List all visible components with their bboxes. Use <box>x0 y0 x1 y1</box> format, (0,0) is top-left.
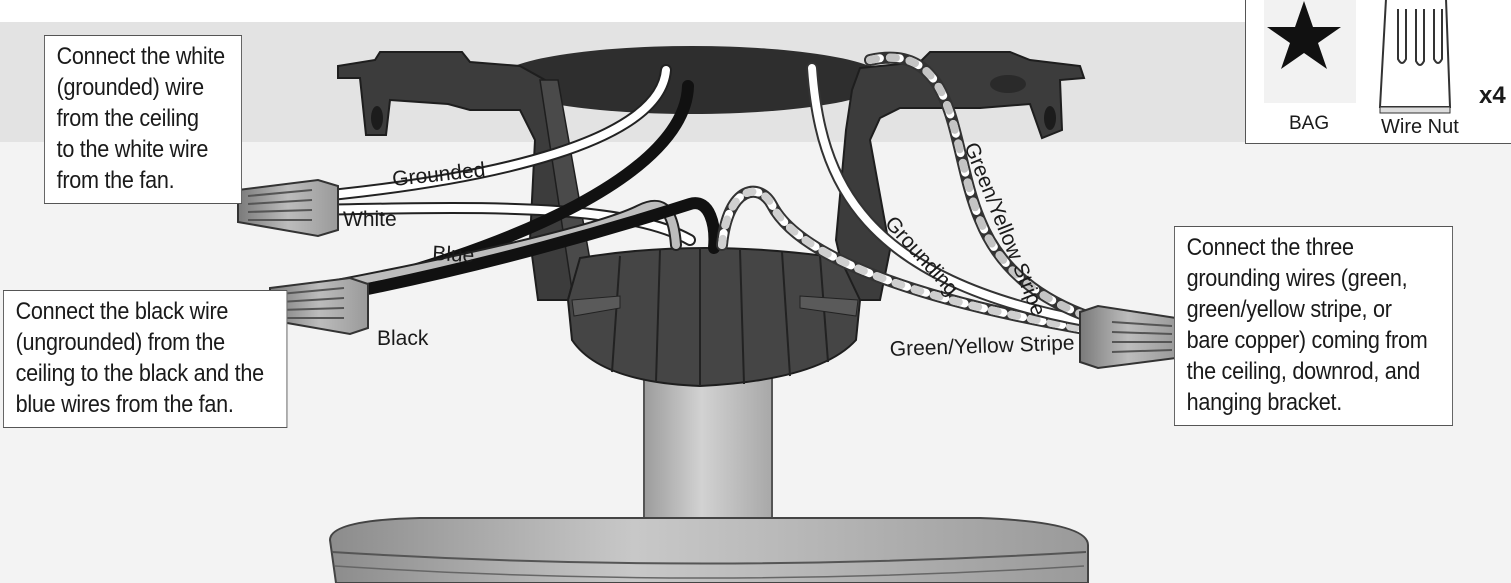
callout-black-line-3: ceiling to the black and the <box>15 360 264 387</box>
bag-label: BAG <box>1289 113 1330 134</box>
callout-grounding-wires: Connect the three grounding wires (green… <box>1174 226 1453 426</box>
quantity-label: x4 <box>1479 82 1506 109</box>
motor-housing <box>566 247 862 388</box>
parts-box: BAG Wire Nut x4 <box>1245 0 1511 144</box>
wire-nut-label: Wire Nut <box>1381 116 1459 138</box>
callout-white-line-2: (grounded) wire <box>56 74 205 101</box>
callout-black-line-1: Connect the black wire <box>15 298 229 325</box>
wire-nut-ground <box>1079 304 1177 370</box>
wires <box>294 51 1098 336</box>
callout-ground-line-5: the ceiling, downrod, and <box>1186 358 1421 385</box>
wire-nut-black <box>269 276 369 336</box>
label-white: White <box>343 208 397 231</box>
fan-canopy <box>328 517 1089 583</box>
star-icon <box>1267 1 1341 69</box>
downrod <box>643 369 773 531</box>
bag-panel <box>1264 0 1452 114</box>
callout-black-line-4: blue wires from the fan. <box>15 391 234 418</box>
callout-white-line-5: from the fan. <box>56 167 175 194</box>
callout-ground-line-3: green/yellow stripe, or <box>1186 296 1392 323</box>
callout-ground-line-2: grounding wires (green, <box>1186 265 1408 292</box>
callout-white-line-1: Connect the white <box>56 43 226 70</box>
wire-nut-white <box>237 178 339 238</box>
callout-ground-line-4: bare copper) coming from <box>1186 327 1428 354</box>
callout-ground-line-1: Connect the three <box>1186 234 1354 261</box>
wire-nut-icon <box>1378 0 1452 114</box>
ceiling-mount-plate <box>497 46 887 114</box>
label-blue: Blue <box>432 242 475 267</box>
callout-black-wire: Connect the black wire (ungrounded) from… <box>3 290 288 428</box>
callout-white-wire: Connect the white (grounded) wire from t… <box>44 35 242 204</box>
callout-white-line-4: to the white wire <box>56 136 209 163</box>
callout-ground-line-6: hanging bracket. <box>1186 389 1343 416</box>
label-black: Black <box>377 327 429 350</box>
callout-white-line-3: from the ceiling <box>56 105 199 132</box>
callout-black-line-2: (ungrounded) from the <box>15 329 226 356</box>
